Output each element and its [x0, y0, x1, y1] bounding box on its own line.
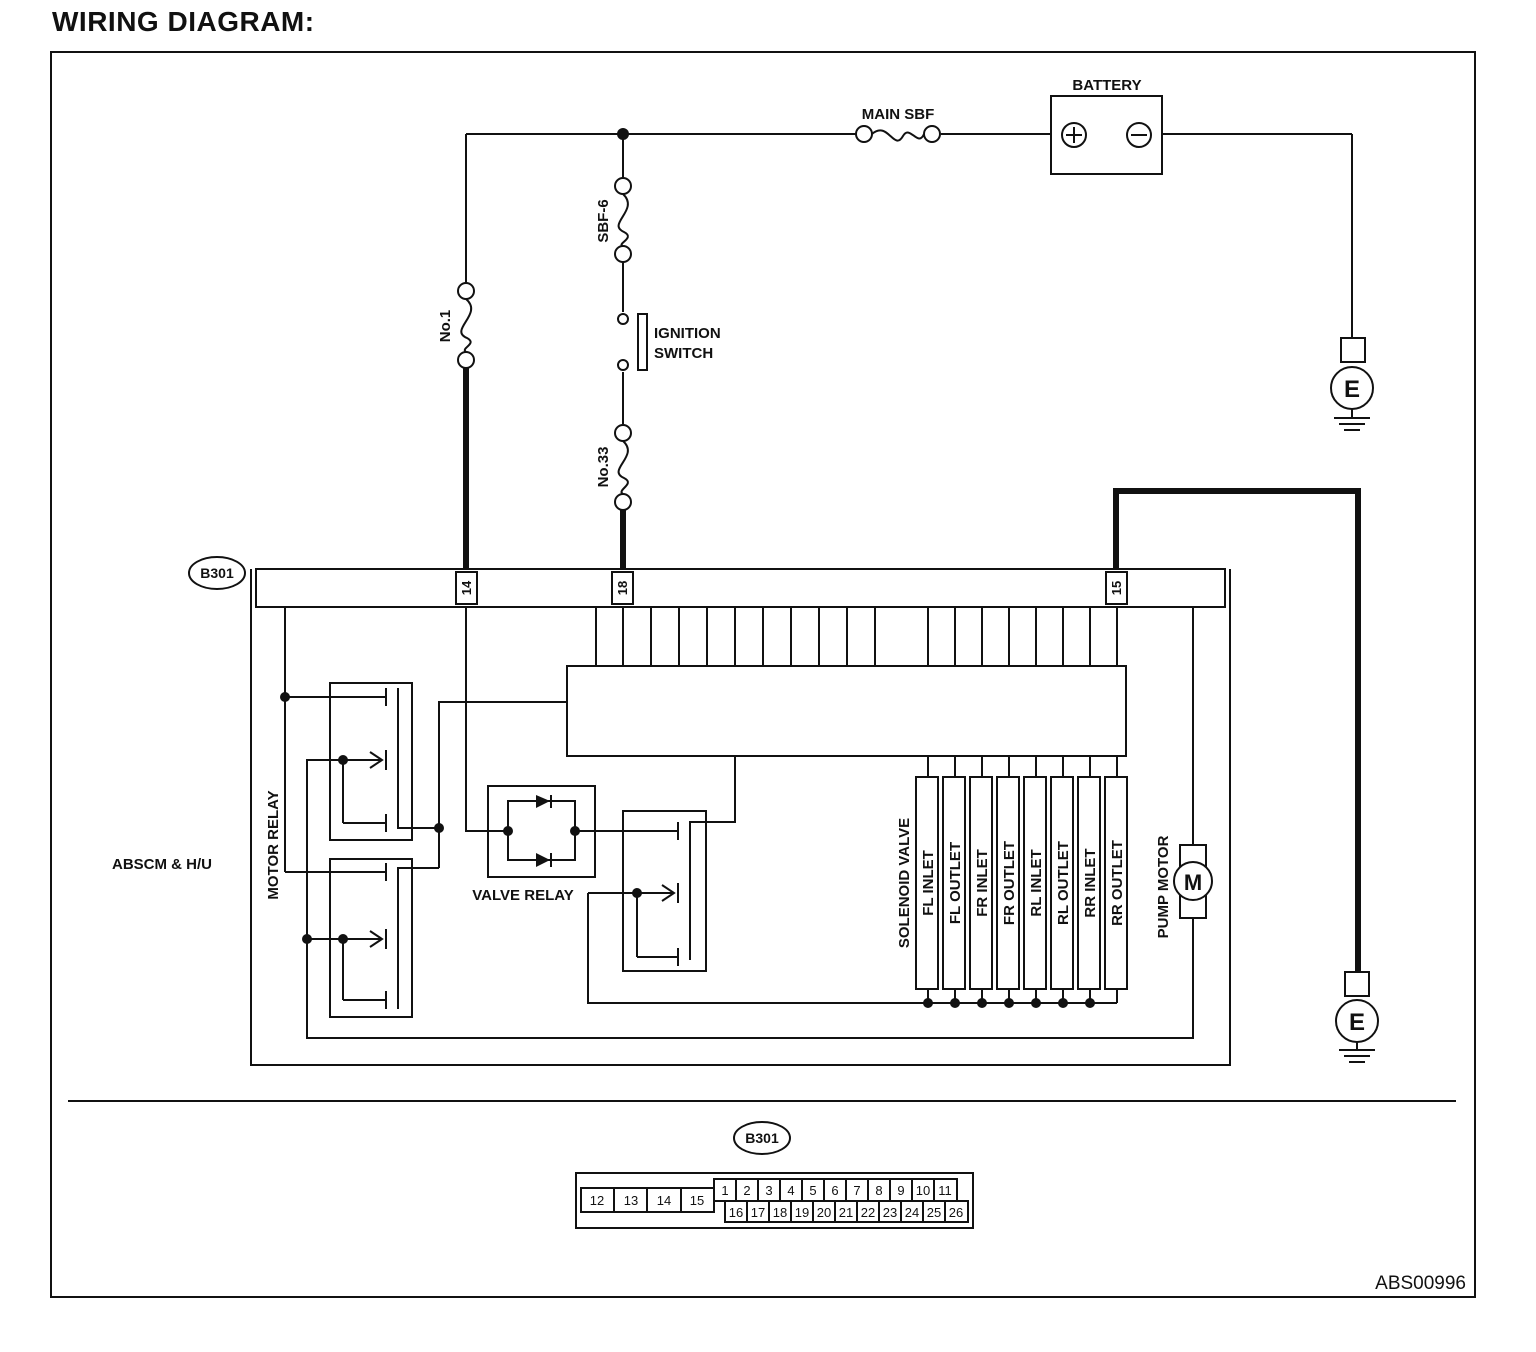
main-sbf-fuse — [855, 125, 941, 143]
face-pin: 4 — [787, 1183, 794, 1198]
solenoid-valve-label: SOLENOID VALVE — [896, 818, 913, 948]
fuse-no33-label: No.33 — [595, 447, 612, 488]
face-pin: 21 — [839, 1205, 853, 1220]
ignition-label-line1: IGNITION — [654, 325, 721, 342]
face-pin: 15 — [690, 1193, 704, 1208]
ignition-switch — [617, 313, 648, 371]
fuse-no33 — [614, 424, 632, 511]
face-pin: 9 — [897, 1183, 904, 1198]
pump-motor-label: PUMP MOTOR — [1155, 835, 1172, 938]
figure-code: ABS00996 — [1375, 1273, 1466, 1294]
solenoid-label: RR INLET — [1082, 848, 1099, 917]
main-sbf-label: MAIN SBF — [862, 106, 935, 123]
face-pin: 7 — [853, 1183, 860, 1198]
face-pin: 5 — [809, 1183, 816, 1198]
module-label: ABSCM & H/U — [112, 856, 212, 873]
ground-symbol-bottom — [1335, 971, 1379, 1063]
ground-label-top: E — [1344, 376, 1360, 403]
connector-face-left-pins: 12 13 14 15 — [590, 1193, 704, 1208]
connector-face-badge — [733, 1121, 791, 1155]
solenoid-label: RR OUTLET — [1109, 840, 1126, 926]
pin-15-label: 15 — [1109, 581, 1124, 595]
face-pin: 17 — [751, 1205, 765, 1220]
pump-motor — [1173, 607, 1213, 919]
face-pin: 24 — [905, 1205, 919, 1220]
fuse-no1-label: No.1 — [437, 310, 454, 343]
face-pin: 20 — [817, 1205, 831, 1220]
sbf-6-fuse — [614, 177, 632, 263]
ground-label-bottom: E — [1349, 1009, 1365, 1036]
control-block — [566, 665, 1127, 757]
face-pin: 8 — [875, 1183, 882, 1198]
face-pin: 2 — [743, 1183, 750, 1198]
solenoid-label: FR OUTLET — [1001, 841, 1018, 925]
face-pin: 16 — [729, 1205, 743, 1220]
face-pin: 22 — [861, 1205, 875, 1220]
face-pin: 3 — [765, 1183, 772, 1198]
motor-relay-label: MOTOR RELAY — [265, 790, 282, 899]
ignition-label-line2: SWITCH — [654, 345, 713, 362]
connector-face-top-row: 1 2 3 4 5 6 7 8 9 10 11 — [721, 1183, 951, 1198]
face-pin: 18 — [773, 1205, 787, 1220]
pin-15-cell — [1105, 571, 1128, 605]
face-pin: 1 — [721, 1183, 728, 1198]
valve-relay-label: VALVE RELAY — [472, 887, 573, 904]
battery-label: BATTERY — [1072, 77, 1141, 94]
solenoid-fr-inlet: FR INLET — [969, 756, 993, 1008]
face-pin: 13 — [624, 1193, 638, 1208]
motor-relay — [280, 607, 1194, 1039]
valve-relay — [465, 607, 1117, 1004]
solenoid-label: FL OUTLET — [947, 842, 964, 924]
fuse-no1 — [457, 282, 475, 369]
solenoid-rr-outlet: RR OUTLET — [1104, 756, 1128, 1003]
face-pin: 23 — [883, 1205, 897, 1220]
sbf-6-label: SBF-6 — [595, 199, 612, 242]
solenoid-fl-inlet: FL INLET — [915, 756, 939, 1008]
face-pin: 10 — [916, 1183, 930, 1198]
solenoid-label: RL OUTLET — [1055, 841, 1072, 925]
solenoid-rl-outlet: RL OUTLET — [1050, 756, 1074, 1008]
power-wiring — [463, 128, 1353, 570]
ground-symbol-top — [1330, 337, 1374, 431]
solenoid-rr-inlet: RR INLET — [1077, 756, 1101, 1008]
connector-bar — [255, 568, 1226, 608]
diagram-frame — [50, 51, 1476, 1298]
face-pin: 12 — [590, 1193, 604, 1208]
connector-face-id: B301 — [745, 1130, 779, 1146]
solenoid-fl-outlet: FL OUTLET — [942, 756, 966, 1008]
module-outline — [250, 569, 1231, 1066]
solenoid-label: RL INLET — [1028, 849, 1045, 916]
solenoid-label: FR INLET — [974, 849, 991, 917]
face-pin: 25 — [927, 1205, 941, 1220]
face-pin: 19 — [795, 1205, 809, 1220]
face-pin: 6 — [831, 1183, 838, 1198]
ground-wire-thick — [1113, 488, 1361, 972]
face-pin: 14 — [657, 1193, 671, 1208]
pin-18-label: 18 — [615, 581, 630, 595]
connector-face — [575, 1172, 974, 1229]
motor-symbol: M — [1184, 870, 1202, 895]
connector-b301-badge — [188, 556, 246, 590]
face-pin: 26 — [949, 1205, 963, 1220]
page-title: WIRING DIAGRAM: — [52, 6, 315, 37]
solenoid-fr-outlet: FR OUTLET — [996, 756, 1020, 1008]
pin-14-label: 14 — [459, 580, 474, 595]
pin-18-cell — [611, 571, 634, 605]
battery — [1050, 95, 1163, 175]
control-bus-lines — [595, 607, 1118, 666]
solenoid-rl-inlet: RL INLET — [1023, 756, 1047, 1008]
solenoid-label: FL INLET — [920, 850, 937, 916]
solenoid-valves: FL INLET FL OUTLET FR INLET FR OUTLET — [915, 756, 1128, 1008]
connector-face-bottom-row: 16 17 18 19 20 21 22 23 24 25 26 — [729, 1205, 963, 1220]
connector-id-label: B301 — [200, 565, 234, 581]
face-pin: 11 — [938, 1183, 952, 1198]
pin-14-cell — [455, 571, 478, 605]
